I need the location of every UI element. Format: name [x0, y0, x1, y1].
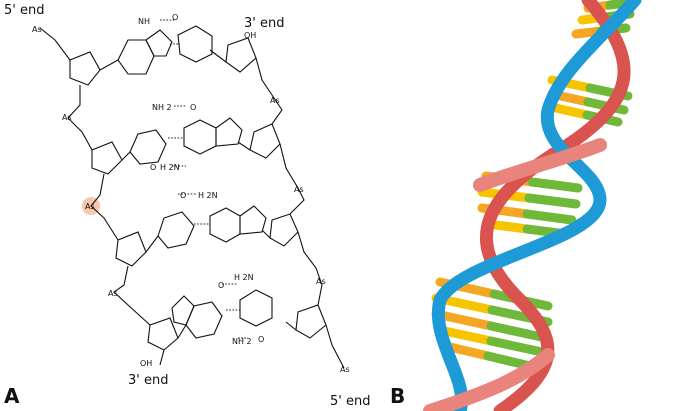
atom-oxygen-3: O [150, 163, 156, 172]
strand-end-label-left-bottom: 3' end [128, 373, 168, 388]
double-helix-panel: B [390, 0, 642, 411]
rung-half-warm [435, 325, 496, 346]
rung-half-green [524, 193, 581, 209]
left-backbone [39, 27, 187, 366]
atom-oxygen-4: O [180, 191, 186, 200]
hydrogen-bonds [160, 19, 248, 339]
rung-half-green [483, 351, 535, 371]
rung-half-warm [441, 341, 493, 361]
atom-amine-2: NH 2 [152, 103, 172, 112]
atom-arsenic-4: As [108, 289, 118, 298]
atom-amine-1: NH [138, 17, 150, 26]
atom-amine-4: H 2N [198, 191, 218, 200]
atom-arsenic-6: As [294, 185, 304, 194]
panel-label-a: A [4, 384, 20, 408]
atom-amine-5: H 2N [234, 273, 254, 282]
strand-end-label-left-top: 5' end [4, 3, 44, 18]
rung-half-warm [551, 103, 592, 120]
base-rings [117, 25, 273, 339]
rung-half-warm [431, 309, 496, 331]
red-strand-bottom [423, 348, 555, 411]
atom-labels: As As As As As As As As NH NH 2 H 2N H 2… [32, 13, 350, 374]
atom-oxygen-2: O [190, 103, 196, 112]
strand-end-label-right-bottom: 5' end [330, 394, 370, 409]
atom-amine-3: H 2N [160, 163, 180, 172]
atom-hydroxyl-1: OH [244, 31, 256, 40]
atom-oxygen-1: O [172, 13, 178, 22]
atom-arsenic-1: As [32, 25, 42, 34]
atom-oxygen-5: O [218, 281, 224, 290]
right-backbone [209, 37, 345, 369]
rung-half-green [527, 177, 583, 193]
rung-half-green [486, 321, 551, 343]
atom-hydroxyl-2: OH [140, 359, 152, 368]
chemical-structure-panel: As As As As As As As As NH NH 2 H 2N H 2… [4, 3, 370, 409]
atom-arsenic-7: As [316, 277, 326, 286]
atom-arsenic-8: As [340, 365, 350, 374]
rung-half-green [522, 209, 577, 225]
rung-half-green [486, 336, 547, 357]
atom-arsenic-5: As [270, 96, 280, 105]
blue-strand [431, 0, 642, 411]
atom-arsenic-3: As [85, 202, 95, 211]
atom-amine-6: NH 2 [232, 337, 252, 346]
panel-label-b: B [390, 384, 405, 408]
atom-arsenic-2: As [62, 113, 72, 122]
strand-end-label-right-top: 3' end [244, 16, 284, 31]
atom-oxygen-6: O [258, 335, 264, 344]
red-strand-front [473, 138, 607, 192]
